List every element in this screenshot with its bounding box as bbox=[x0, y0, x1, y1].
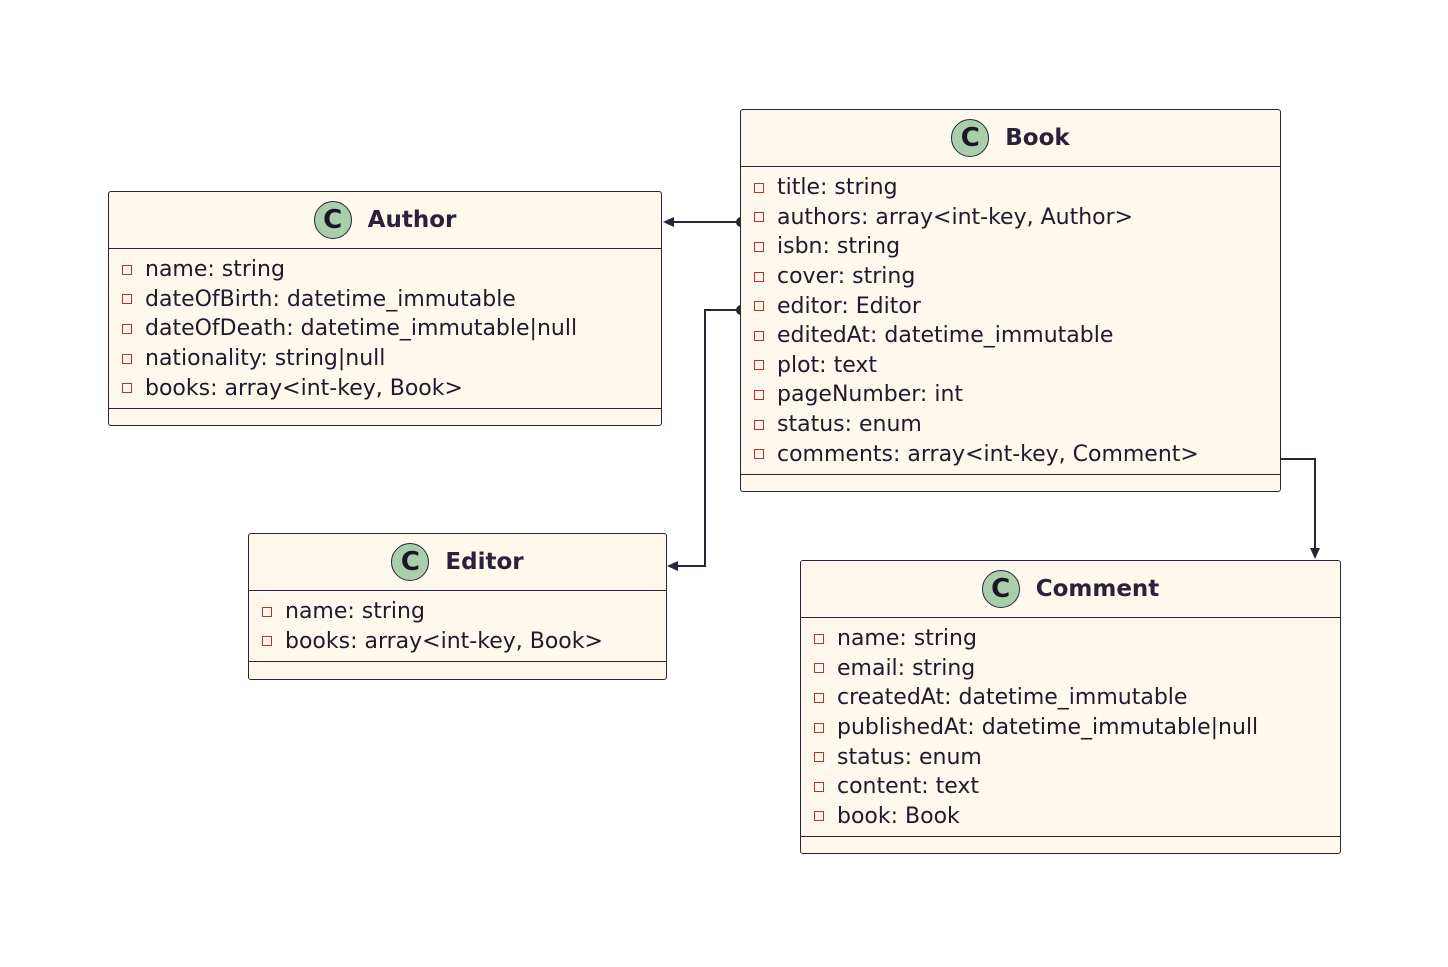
field-text: isbn: string bbox=[777, 234, 901, 260]
private-visibility-icon bbox=[754, 212, 764, 223]
field-row: title: string bbox=[741, 173, 1280, 203]
field-row: comments: array<int-key, Comment> bbox=[741, 439, 1280, 469]
field-row: name: string bbox=[109, 255, 661, 285]
field-text: status: enum bbox=[837, 744, 982, 770]
private-visibility-icon bbox=[814, 633, 824, 644]
field-row: name: string bbox=[801, 624, 1340, 654]
field-row: content: text bbox=[801, 772, 1340, 802]
class-author: C Author name: string dateOfBirth: datet… bbox=[108, 191, 662, 426]
field-text: dateOfBirth: datetime_immutable bbox=[145, 286, 516, 312]
field-text: nationality: string|null bbox=[145, 346, 386, 372]
field-row: editor: Editor bbox=[741, 291, 1280, 321]
class-book-fields: title: string authors: array<int-key, Au… bbox=[741, 167, 1280, 475]
class-stereotype-badge-icon: C bbox=[313, 201, 352, 239]
private-visibility-icon bbox=[754, 182, 764, 193]
private-visibility-icon bbox=[262, 606, 272, 617]
field-row: isbn: string bbox=[741, 232, 1280, 262]
class-book: C Book title: string authors: array<int-… bbox=[740, 109, 1281, 492]
field-text: books: array<int-key, Book> bbox=[285, 628, 603, 654]
private-visibility-icon bbox=[122, 353, 132, 364]
field-text: title: string bbox=[777, 175, 898, 201]
field-text: books: array<int-key, Book> bbox=[145, 375, 463, 401]
field-row: name: string bbox=[249, 597, 666, 627]
field-row: dateOfDeath: datetime_immutable|null bbox=[109, 314, 661, 344]
field-text: name: string bbox=[285, 599, 425, 625]
private-visibility-icon bbox=[122, 264, 132, 275]
field-text: comments: array<int-key, Comment> bbox=[777, 441, 1199, 467]
private-visibility-icon bbox=[754, 360, 764, 371]
class-stereotype-badge-icon: C bbox=[981, 570, 1020, 608]
private-visibility-icon bbox=[754, 241, 764, 252]
class-comment-methods bbox=[801, 837, 1340, 850]
field-text: name: string bbox=[145, 257, 285, 283]
private-visibility-icon bbox=[754, 330, 764, 341]
class-comment-fields: name: string email: string createdAt: da… bbox=[801, 618, 1340, 838]
field-row: email: string bbox=[801, 654, 1340, 684]
class-author-fields: name: string dateOfBirth: datetime_immut… bbox=[109, 249, 661, 409]
field-text: email: string bbox=[837, 655, 976, 681]
field-text: editedAt: datetime_immutable bbox=[777, 323, 1114, 349]
relation-book-editor-to-editor bbox=[667, 305, 746, 571]
class-book-methods bbox=[741, 475, 1280, 488]
class-editor-name: Editor bbox=[445, 549, 524, 575]
class-author-header: C Author bbox=[109, 192, 661, 249]
field-row: books: array<int-key, Book> bbox=[109, 373, 661, 403]
field-row: status: enum bbox=[801, 742, 1340, 772]
class-author-name: Author bbox=[367, 207, 457, 233]
class-editor-methods bbox=[249, 662, 666, 675]
private-visibility-icon bbox=[814, 752, 824, 763]
private-visibility-icon bbox=[122, 323, 132, 334]
private-visibility-icon bbox=[814, 722, 824, 733]
private-visibility-icon bbox=[814, 692, 824, 703]
relation-book-authors-to-author bbox=[663, 217, 746, 227]
private-visibility-icon bbox=[754, 389, 764, 400]
field-row: cover: string bbox=[741, 262, 1280, 292]
field-text: createdAt: datetime_immutable bbox=[837, 685, 1188, 711]
field-row: status: enum bbox=[741, 410, 1280, 440]
field-row: pageNumber: int bbox=[741, 380, 1280, 410]
class-comment-header: C Comment bbox=[801, 561, 1340, 618]
field-row: authors: array<int-key, Author> bbox=[741, 203, 1280, 233]
class-book-header: C Book bbox=[741, 110, 1280, 167]
field-text: cover: string bbox=[777, 264, 916, 290]
field-text: publishedAt: datetime_immutable|null bbox=[837, 715, 1259, 741]
class-book-name: Book bbox=[1005, 125, 1070, 151]
class-stereotype-badge-icon: C bbox=[951, 119, 990, 157]
class-editor: C Editor name: string books: array<int-k… bbox=[248, 533, 667, 680]
field-row: editedAt: datetime_immutable bbox=[741, 321, 1280, 351]
class-stereotype-badge-icon: C bbox=[391, 543, 430, 581]
field-text: authors: array<int-key, Author> bbox=[777, 204, 1134, 230]
private-visibility-icon bbox=[122, 383, 132, 394]
field-row: book: Book bbox=[801, 802, 1340, 832]
private-visibility-icon bbox=[122, 294, 132, 305]
field-row: publishedAt: datetime_immutable|null bbox=[801, 713, 1340, 743]
field-text: book: Book bbox=[837, 803, 960, 829]
class-author-methods bbox=[109, 409, 661, 422]
private-visibility-icon bbox=[754, 449, 764, 460]
private-visibility-icon bbox=[754, 271, 764, 282]
private-visibility-icon bbox=[262, 636, 272, 647]
class-comment-name: Comment bbox=[1035, 576, 1160, 602]
class-comment: C Comment name: string email: string cre… bbox=[800, 560, 1341, 854]
private-visibility-icon bbox=[754, 301, 764, 312]
field-text: plot: text bbox=[777, 352, 877, 378]
field-row: createdAt: datetime_immutable bbox=[801, 683, 1340, 713]
field-row: nationality: string|null bbox=[109, 344, 661, 374]
field-text: name: string bbox=[837, 626, 977, 652]
field-text: content: text bbox=[837, 774, 980, 800]
field-row: dateOfBirth: datetime_immutable bbox=[109, 285, 661, 315]
class-editor-fields: name: string books: array<int-key, Book> bbox=[249, 591, 666, 663]
field-text: status: enum bbox=[777, 412, 922, 438]
private-visibility-icon bbox=[814, 811, 824, 822]
private-visibility-icon bbox=[814, 663, 824, 674]
private-visibility-icon bbox=[754, 419, 764, 430]
private-visibility-icon bbox=[814, 781, 824, 792]
field-text: pageNumber: int bbox=[777, 382, 964, 408]
field-text: editor: Editor bbox=[777, 293, 921, 319]
field-row: plot: text bbox=[741, 351, 1280, 381]
field-row: books: array<int-key, Book> bbox=[249, 627, 666, 657]
field-text: dateOfDeath: datetime_immutable|null bbox=[145, 316, 578, 342]
class-editor-header: C Editor bbox=[249, 534, 666, 591]
